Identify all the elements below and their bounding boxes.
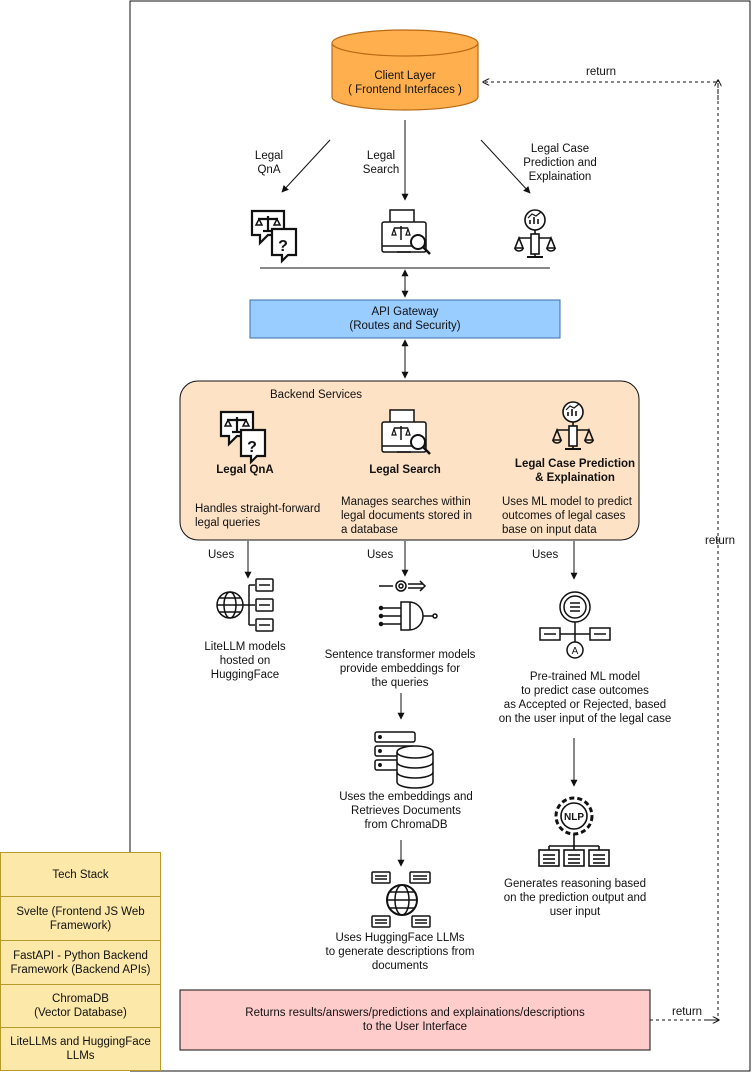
ml-model-icon: A [539,591,611,659]
backend-case-icon [551,401,595,450]
uses-label-search: Uses [367,549,394,561]
chroma-label: Uses the embeddings and Retrieves Docume… [339,791,473,831]
svg-text:?: ? [247,439,257,456]
api-gateway-box [249,299,561,339]
sentence-label: Sentence transformer models provide embe… [324,649,476,689]
outer-frame [129,0,751,1072]
return-label-bottom: return [672,1006,703,1018]
backend-title: Backend Services [270,389,363,401]
return-path [483,82,719,1021]
return-label-right: return [705,535,736,547]
nlp-icon: NLP [538,796,610,867]
tech-stack-title: Tech Stack [0,852,161,897]
svg-text:?: ? [278,238,288,255]
tech-stack-chromadb: ChromaDB(Vector Database) [0,984,161,1028]
search-doc-icon [381,209,431,255]
backend-search-icon [381,409,431,455]
case-prediction-icon [513,209,557,258]
service-legal-qna-name: Legal QnA [216,464,274,476]
uses-label-qna: Uses [208,549,235,561]
service-legal-search-desc: Manages searches within legal documents … [341,496,473,536]
globe-servers-icon [216,578,274,632]
transformer-icon [378,580,438,631]
results-label: Returns results/answers/predictions and … [245,1007,585,1033]
qna-icon: ? [250,209,298,264]
backend-qna-icon: ? [219,410,267,465]
ml-model-label: Pre-trained ML model to predict case out… [498,671,672,725]
database-icon [374,731,434,789]
globe-chat-icon [371,871,431,928]
reasoning-label: Generates reasoning based on the predict… [503,878,647,918]
edge-label-legal-case: Legal Case Prediction and Explaination [523,143,597,183]
backend-box [179,380,640,541]
service-legal-qna-desc: Handles straight-forward legal queries [195,503,321,529]
service-legal-search-name: Legal Search [369,464,441,476]
arrow-to-case [480,139,531,194]
svg-text:A: A [572,646,579,657]
return-label-top: return [586,66,617,78]
api-gateway-label: API Gateway (Routes and Security) [349,306,461,332]
hf-llm-label: Uses HuggingFace LLMs to generate descri… [325,932,475,972]
client-layer-label: Client Layer ( Frontend Interfaces ) [348,70,462,96]
client-layer-cylinder [331,29,479,111]
results-box [179,989,651,1051]
litellm-label: LiteLLM models hosted on HuggingFace [204,641,286,681]
uses-label-case: Uses [532,549,559,561]
service-legal-case-desc: Uses ML model to predict outcomes of leg… [502,496,632,536]
service-legal-case-name: Legal Case Prediction & Explaination [514,458,636,484]
edge-label-legal-search: Legal Search [362,150,400,176]
svg-text:NLP: NLP [564,812,584,823]
edge-label-legal-qna: Legal QnA [254,150,284,176]
arrow-to-qna [281,139,331,193]
